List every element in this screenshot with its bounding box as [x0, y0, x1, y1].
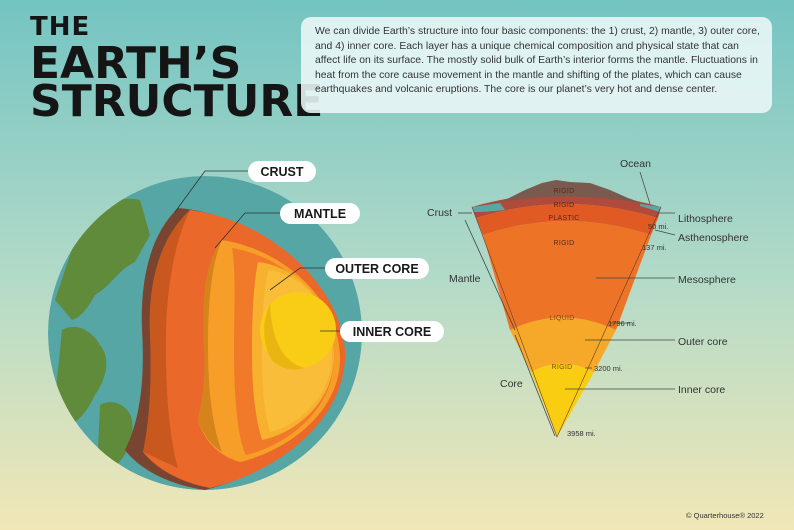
earth-wedge	[471, 180, 662, 438]
continent	[98, 402, 133, 468]
label-crust-side: Crust	[427, 207, 452, 219]
label-mantle-side: Mantle	[449, 273, 481, 285]
wedge-ocean	[640, 204, 661, 212]
label-outer-core: OUTER CORE	[325, 258, 429, 279]
label-crust-text: CRUST	[260, 165, 303, 179]
state-rigid-top: RIGID	[554, 188, 575, 195]
continent	[94, 248, 112, 267]
label-mantle-text: MANTLE	[294, 207, 346, 221]
state-rigid-inner: RIGID	[552, 364, 573, 371]
wedge-ocean	[472, 203, 505, 212]
wedge-crust	[472, 180, 661, 207]
copyright: © Quarterhouse® 2022	[686, 511, 764, 520]
label-inner-core: INNER CORE	[340, 321, 444, 342]
wedge-asthenosphere	[476, 204, 658, 235]
title-structure: STRUCTURE	[30, 76, 324, 127]
label-outer-core-side: Outer core	[678, 336, 728, 348]
inner-core-shadow	[264, 304, 304, 370]
depth-137: 137 mi.	[642, 243, 667, 252]
outer-core-edge-shade	[198, 240, 222, 452]
label-core-side: Core	[500, 378, 523, 390]
label-inner-core-text: INNER CORE	[353, 325, 431, 339]
title-the: THE	[30, 12, 91, 42]
state-plastic: PLASTIC	[548, 215, 579, 222]
continent	[55, 326, 107, 425]
title-earths: EARTH’S	[30, 38, 242, 89]
wedge-outer-core	[510, 317, 616, 372]
mantle-edge-shade	[143, 210, 190, 468]
description-box: We can divide Earth’s structure into fou…	[301, 17, 772, 113]
wedge-lithosphere	[472, 193, 661, 218]
label-crust: CRUST	[248, 161, 316, 182]
label-asthenosphere: Asthenosphere	[678, 232, 749, 244]
depth-3958: 3958 mi.	[567, 429, 596, 438]
label-mesosphere: Mesosphere	[678, 274, 736, 286]
globe-leader-lines	[174, 170, 340, 332]
label-mantle: MANTLE	[280, 203, 360, 224]
depth-50: 50 mi.	[648, 222, 668, 231]
label-inner-core-side: Inner core	[678, 384, 725, 396]
description-text: We can divide Earth’s structure into fou…	[315, 26, 760, 96]
state-rigid-litho: RIGID	[554, 202, 575, 209]
label-outer-core-text: OUTER CORE	[335, 262, 418, 276]
wedge-outline	[471, 206, 662, 438]
wedge-leader-lines	[565, 171, 676, 390]
wedge-mesosphere	[483, 221, 651, 330]
wedge-brackets	[458, 212, 556, 437]
depth-1796: 1796 mi.	[608, 319, 637, 328]
state-rigid-meso: RIGID	[554, 240, 575, 247]
wedge-inner-core	[531, 363, 594, 437]
label-ocean: Ocean	[620, 158, 651, 170]
label-lithosphere: Lithosphere	[678, 213, 733, 225]
depth-3200: 3200 mi.	[594, 364, 623, 373]
state-liquid: LIQUID	[549, 315, 574, 322]
